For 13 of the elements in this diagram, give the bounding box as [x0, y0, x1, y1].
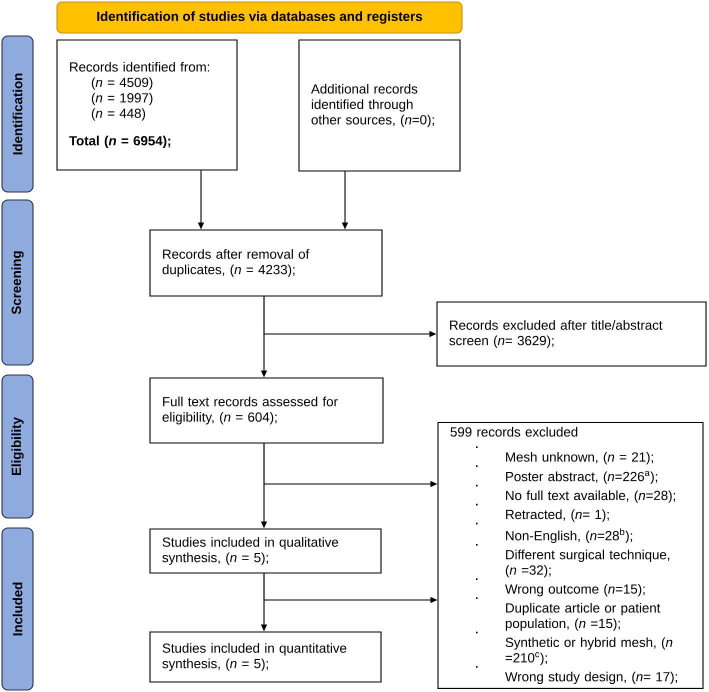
process-box: Studies included in qualitative synthesis, (n = 5);	[149, 528, 382, 574]
process-box: Records identified from: (n = 4509) (n = 1997) (n = 448) Total (n = 6954);	[56, 39, 238, 171]
process-box: Studies included in quantitative synthesis, (n = 5);	[149, 631, 382, 683]
stage-band: Identification	[1, 35, 34, 193]
process-box: Records excluded after title/abstract screen (n= 3629);	[436, 301, 707, 367]
stage-band: Eligibility	[1, 374, 34, 519]
exclusion-box: 599 records excluded Mesh unknown, (n = 21); Poster abstract, (n=226$^{a}$); No full text available, (n=28); Retracted, (n= 1); Non-English, (n=28$^{b}$); Different surgical technique, (n =32); Wrong outcome (n=15); Duplicate article or patient population, (n =15); Synthetic or hybrid mesh, (n =210$^{c}$); Wrong study design, (n= 17);	[437, 422, 704, 690]
stage-band: Included	[1, 527, 34, 691]
stage-band: Screening	[1, 199, 34, 366]
process-box: Additional records identified through other sources, (n=0);	[298, 39, 461, 172]
process-box: Records after removal of duplicates, (n = 4233);	[149, 229, 383, 297]
process-box: Full text records assessed for eligibility, (n = 604);	[149, 377, 384, 444]
title-banner: Identification of studies via databases and registers	[56, 1, 463, 34]
